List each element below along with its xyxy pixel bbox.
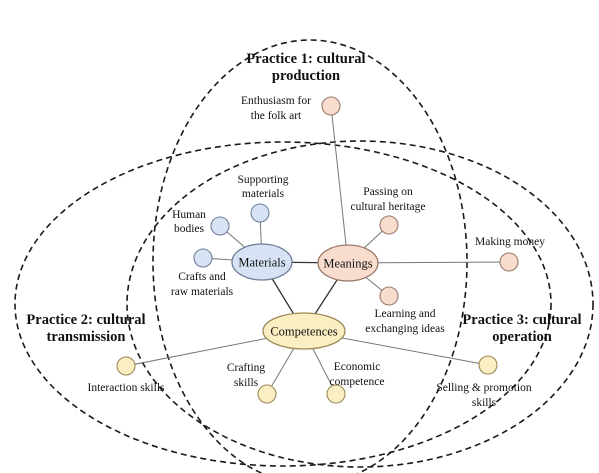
hub-competences: [262, 312, 346, 350]
node-economic: [326, 384, 346, 404]
label-supporting-line2: materials: [242, 188, 285, 200]
practice-3-title-line2: operation: [492, 329, 552, 345]
practice-3-title-line1: Practice 3: cultural: [462, 312, 581, 328]
hub-meanings-label: Meanings: [323, 257, 372, 271]
label-economic-line1: Economic: [334, 361, 381, 373]
leaf-nodes: [116, 96, 519, 404]
label-crafting-line2: skills: [234, 377, 259, 389]
practice-1-title-line1: Practice 1: cultural: [246, 51, 365, 67]
label-supporting-line1: Supporting: [237, 174, 288, 186]
hub-meanings: [317, 244, 379, 282]
node-making-money: [499, 252, 519, 272]
node-passing-on: [379, 215, 399, 235]
node-crafting: [257, 384, 277, 404]
label-economic-line2: competence: [330, 376, 385, 388]
node-human-bodies: [210, 216, 230, 236]
hubs: [231, 243, 379, 350]
node-interaction: [116, 356, 136, 376]
label-selling-line2: skills: [472, 397, 497, 409]
node-learning: [379, 286, 399, 306]
node-supporting-materials: [250, 203, 270, 223]
label-enthusiasm-line1: Enthusiasm for: [241, 95, 311, 107]
label-learning-line1: Learning and: [375, 308, 436, 320]
label-passing-on-line1: Passing on: [363, 186, 413, 198]
label-crafting-line1: Crafting: [227, 362, 266, 374]
practice-2-title-line2: transmission: [47, 329, 126, 345]
label-making-money: Making money: [475, 236, 545, 248]
label-learning-line2: exchanging ideas: [365, 323, 445, 335]
connectors: [125, 105, 510, 395]
label-human-bodies-line1: Human: [172, 209, 206, 221]
label-crafts-line2: raw materials: [171, 286, 234, 298]
practice-3-boundary: [126, 140, 594, 468]
node-enthusiasm: [321, 96, 341, 116]
hub-competences-label: Competences: [270, 325, 337, 339]
node-selling: [478, 355, 498, 375]
label-passing-on-line2: cultural heritage: [350, 201, 425, 213]
label-human-bodies-line2: bodies: [174, 223, 205, 235]
label-interaction: Interaction skills: [88, 382, 165, 394]
connector-enthusiasm: [330, 105, 349, 264]
node-crafts-raw: [193, 248, 213, 268]
practice-2-boundary: [14, 141, 552, 467]
label-selling-line1: Selling & promotion: [436, 382, 531, 394]
label-crafts-line1: Crafts and: [178, 271, 226, 283]
label-enthusiasm-line2: the folk art: [251, 110, 302, 122]
hub-materials-label: Materials: [238, 256, 285, 270]
practice-2-title-line1: Practice 2: cultural: [26, 312, 145, 328]
practice-1-title-line2: production: [272, 68, 340, 84]
hub-materials: [231, 243, 293, 281]
